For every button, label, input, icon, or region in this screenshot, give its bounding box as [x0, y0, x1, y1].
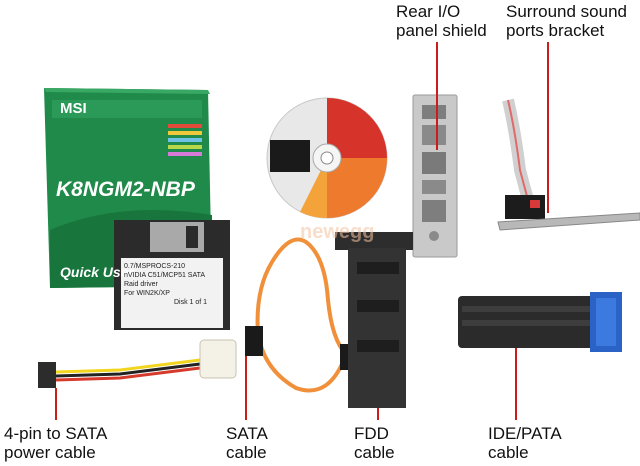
label-rear-io-line-1: Rear I/O — [396, 2, 461, 21]
floppy-line-5: Disk 1 of 1 — [174, 299, 208, 306]
label-rear-io-line-2: panel shield — [396, 21, 487, 40]
label-ide-cable: IDE/PATA cable — [488, 424, 562, 462]
label-sata-cable: SATA cable — [226, 424, 268, 462]
label-rear-io: Rear I/O panel shield — [396, 2, 487, 40]
surround-bracket — [497, 98, 640, 231]
label-surround-line-2: ports bracket — [506, 21, 605, 40]
watermark-text: newegg — [300, 221, 374, 243]
floppy-line-1: 0.7/MSPROCS-210 — [124, 263, 186, 270]
sata-cable — [245, 237, 356, 393]
label-fdd-line-1: FDD — [354, 424, 389, 443]
label-power-line-1: 4-pin to SATA — [4, 424, 108, 443]
label-ide-line-1: IDE/PATA — [488, 424, 562, 443]
ide-cable — [458, 292, 622, 352]
manual-title: Quick User — [60, 264, 134, 280]
power-cable — [38, 339, 237, 388]
label-surround-line-1: Surround sound — [506, 2, 627, 21]
label-power-line-2: power cable — [4, 443, 96, 462]
label-fdd-line-2: cable — [354, 443, 395, 462]
label-sata-line-1: SATA — [226, 424, 268, 443]
label-surround: Surround sound ports bracket — [506, 2, 627, 40]
floppy-line-3: Raid driver — [124, 281, 158, 288]
floppy-label: 0.7/MSPROCS-210 nVIDIA C51/MCP51 SATA Ra… — [124, 262, 207, 307]
floppy-disk — [114, 220, 230, 330]
driver-cd — [266, 97, 388, 219]
manual-model: K8NGM2-NBP — [56, 178, 195, 201]
label-fdd-cable: FDD cable — [354, 424, 395, 462]
manual-brand: MSI — [60, 100, 87, 117]
label-power-cable: 4-pin to SATA power cable — [4, 424, 107, 462]
floppy-line-2: nVIDIA C51/MCP51 SATA — [124, 272, 206, 279]
label-ide-line-2: cable — [488, 443, 529, 462]
floppy-line-4: For WIN2K/XP — [124, 290, 170, 297]
io-shield — [412, 94, 458, 258]
label-sata-line-2: cable — [226, 443, 267, 462]
fdd-cable — [335, 232, 413, 408]
